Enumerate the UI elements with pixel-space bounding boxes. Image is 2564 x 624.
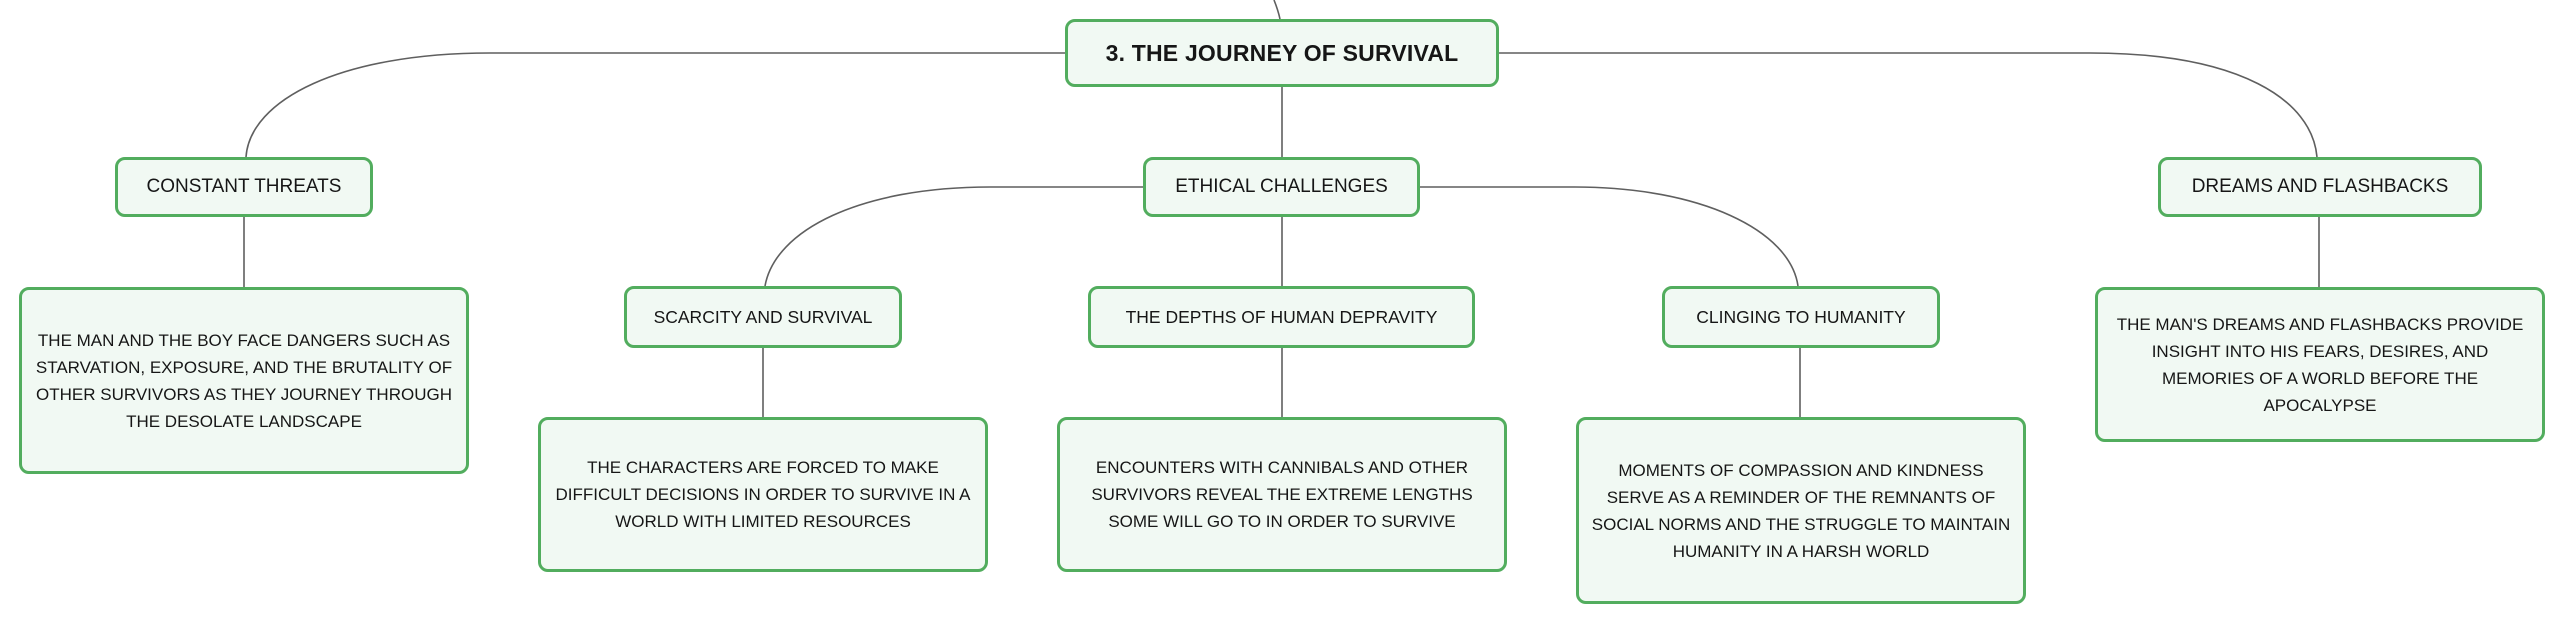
topic-label: ETHICAL CHALLENGES — [1175, 176, 1388, 197]
subtopic-label: THE DEPTHS OF HUMAN DEPRAVITY — [1125, 306, 1438, 327]
detail-text: MOMENTS OF COMPASSION AND KINDNESS SERVE… — [1591, 460, 2011, 561]
detail-text: THE CHARACTERS ARE FORCED TO MAKE DIFFIC… — [555, 458, 971, 531]
subtopic-depths-of-human-depravity[interactable]: THE DEPTHS OF HUMAN DEPRAVITY — [1088, 286, 1475, 348]
connector-ethical-to-scarcity — [764, 186, 1143, 287]
subtopic-clinging-to-humanity[interactable]: CLINGING TO HUMANITY — [1662, 286, 1940, 348]
connector-root-to-dreams-and-flashbacks — [1499, 52, 2318, 158]
connector-parent-to-root — [1273, 0, 1281, 20]
topic-label: DREAMS AND FLASHBACKS — [2191, 176, 2449, 197]
connector-root-to-constant-threats — [245, 52, 1065, 158]
subtopic-label: CLINGING TO HUMANITY — [1696, 306, 1906, 327]
root-topic-node[interactable]: 3. THE JOURNEY OF SURVIVAL — [1065, 19, 1499, 87]
topic-constant-threats[interactable]: CONSTANT THREATS — [115, 157, 373, 217]
detail-dreams-and-flashbacks[interactable]: THE MAN'S DREAMS AND FLASHBACKS PROVIDE … — [2095, 287, 2545, 442]
detail-clinging-to-humanity[interactable]: MOMENTS OF COMPASSION AND KINDNESS SERVE… — [1576, 417, 2026, 604]
detail-text: ENCOUNTERS WITH CANNIBALS AND OTHER SURV… — [1091, 458, 1473, 531]
detail-depths-of-human-depravity[interactable]: ENCOUNTERS WITH CANNIBALS AND OTHER SURV… — [1057, 417, 1507, 572]
detail-text: THE MAN AND THE BOY FACE DANGERS SUCH AS… — [35, 330, 453, 431]
connector-ethical-to-clinging — [1420, 186, 1799, 287]
topic-dreams-and-flashbacks[interactable]: DREAMS AND FLASHBACKS — [2158, 157, 2482, 217]
detail-scarcity-and-survival[interactable]: THE CHARACTERS ARE FORCED TO MAKE DIFFIC… — [538, 417, 988, 572]
topic-label: CONSTANT THREATS — [146, 176, 342, 197]
subtopic-scarcity-and-survival[interactable]: SCARCITY AND SURVIVAL — [624, 286, 902, 348]
topic-ethical-challenges[interactable]: ETHICAL CHALLENGES — [1143, 157, 1420, 217]
subtopic-label: SCARCITY AND SURVIVAL — [653, 306, 873, 327]
detail-text: THE MAN'S DREAMS AND FLASHBACKS PROVIDE … — [2116, 314, 2524, 415]
root-topic-label: 3. THE JOURNEY OF SURVIVAL — [1105, 39, 1459, 66]
detail-constant-threats[interactable]: THE MAN AND THE BOY FACE DANGERS SUCH AS… — [19, 287, 469, 474]
